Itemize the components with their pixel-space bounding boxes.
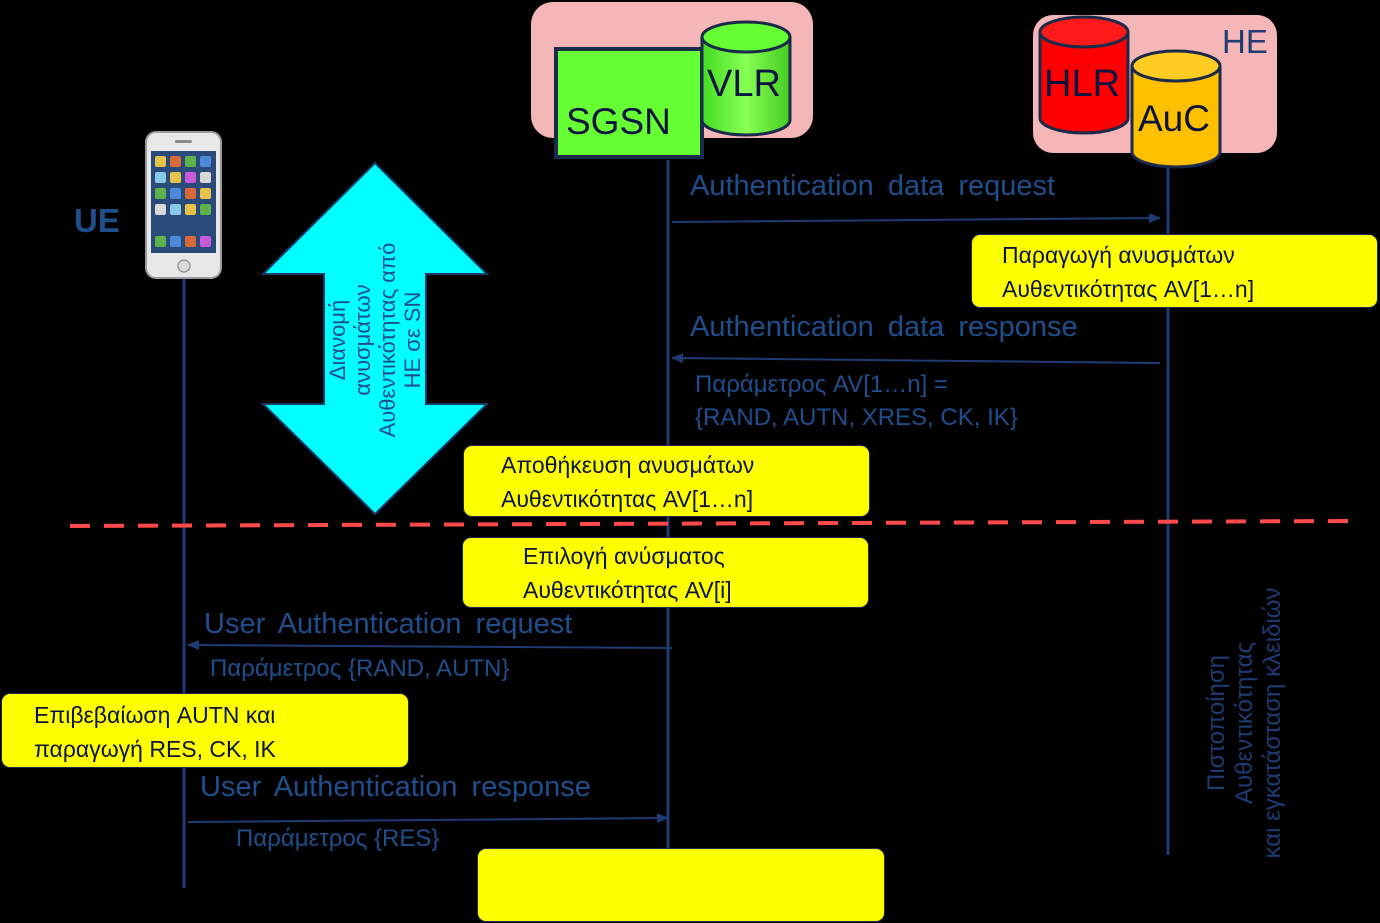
- generate-av-line2: Αυθεντικότητας AV[1…n]: [1002, 276, 1255, 302]
- auth-data-response-label: Authentication data response: [690, 311, 1078, 343]
- smartphone-icon: [145, 131, 222, 279]
- auth-data-request-arrow: [671, 213, 1161, 224]
- phase-divider: [69, 519, 1349, 528]
- auc-label: AuC: [1138, 98, 1210, 139]
- av-param-line1: Παράμετρος AV[1…n] =: [695, 371, 948, 398]
- distribution-text-line4: HE σε SN: [400, 291, 425, 389]
- store-av-line1: Αποθήκευση ανυσμάτων: [501, 452, 755, 478]
- he-label: HE: [1222, 23, 1268, 60]
- distribution-text-line1: Διανομή: [325, 299, 350, 381]
- user-auth-response-arrow: [187, 813, 669, 824]
- vlr-database-icon: [700, 20, 792, 137]
- auth-data-response-arrow: [671, 353, 1161, 364]
- user-auth-response-param: Παράμετρος {RES}: [236, 825, 440, 852]
- distribution-text-line2: ανυσμάτων: [350, 284, 375, 396]
- generate-av-line1: Παραγωγή ανυσμάτων: [1002, 242, 1235, 268]
- av-param-line2: {RAND, AUTN, XRES, CK, IK}: [695, 404, 1018, 431]
- vertical-note-line1: Πιστοποίηση: [1203, 654, 1230, 792]
- store-av-line2: Αυθεντικότητας AV[1…n]: [501, 486, 754, 512]
- auth-data-request-label: Authentication data request: [690, 170, 1056, 202]
- vlr-label: VLR: [707, 63, 781, 105]
- sgsn-box: [554, 47, 704, 159]
- hlr-database-icon: [1038, 15, 1130, 135]
- verify-autn-line2: παραγωγή RES, CK, IK: [34, 736, 276, 762]
- vertical-note: Πιστοποίηση Αυθεντικότητας και εγκατάστα…: [1203, 588, 1287, 859]
- user-auth-request-label: User Authentication request: [204, 608, 573, 640]
- vertical-note-line2: Αυθεντικότητας: [1231, 641, 1258, 805]
- auc-database-icon: [1130, 49, 1222, 169]
- user-auth-response-label: User Authentication response: [200, 771, 591, 803]
- ue-label: UE: [74, 202, 120, 239]
- distribution-arrow-text: Διανομή ανυσμάτων Αυθεντικότητας από HE …: [325, 243, 425, 438]
- generate-av-box: Παραγωγή ανυσμάτων Αυθεντικότητας AV[1…n…: [971, 234, 1378, 308]
- empty-yellow-box: [477, 848, 885, 922]
- verify-autn-line1: Επιβεβαίωση AUTN και: [34, 702, 276, 728]
- hlr-label: HLR: [1044, 63, 1121, 105]
- user-auth-request-arrow: [187, 640, 673, 651]
- vertical-note-line3: και εγκατάσταση κλειδιών: [1259, 587, 1286, 859]
- user-auth-request-param: Παράμετρος {RAND, AUTN}: [210, 655, 510, 682]
- select-av-line1: Επιλογή ανύσματος: [523, 543, 725, 569]
- select-av-line2: Αυθεντικότητας AV[i]: [523, 577, 732, 603]
- sgsn-label: SGSN: [566, 101, 671, 142]
- store-av-box: Αποθήκευση ανυσμάτων Αυθεντικότητας AV[1…: [463, 445, 870, 517]
- verify-autn-box: Επιβεβαίωση AUTN και παραγωγή RES, CK, I…: [1, 693, 409, 768]
- select-av-box: Επιλογή ανύσματος Αυθεντικότητας AV[i]: [462, 537, 869, 608]
- distribution-double-arrow: [260, 161, 490, 516]
- distribution-text-line3: Αυθεντικότητας από: [375, 242, 400, 438]
